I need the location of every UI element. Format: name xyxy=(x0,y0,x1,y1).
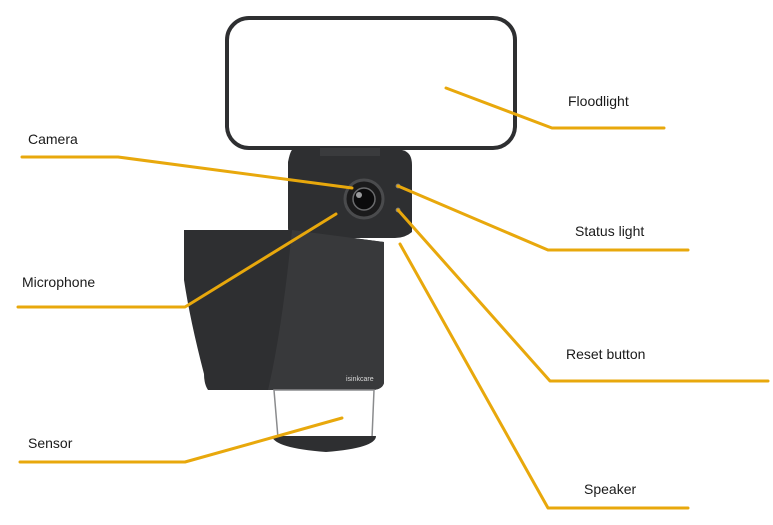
label-status-light: Status light xyxy=(575,223,645,239)
sensor-base xyxy=(272,436,376,452)
leader-lines xyxy=(16,86,770,510)
label-speaker: Speaker xyxy=(584,481,637,497)
leader-line-speaker xyxy=(398,242,690,510)
label-sensor: Sensor xyxy=(28,435,73,451)
label-camera: Camera xyxy=(28,131,78,147)
floodlight-panel xyxy=(225,16,517,150)
leader-line-floodlight xyxy=(444,86,666,130)
label-floodlight: Floodlight xyxy=(568,93,629,109)
leader-line-microphone xyxy=(16,212,338,309)
label-reset-button: Reset button xyxy=(566,346,646,362)
leader-line-camera xyxy=(20,155,354,190)
camera-lens xyxy=(352,187,376,211)
camera-head-band xyxy=(320,148,380,156)
leader-line-status-light xyxy=(396,184,690,252)
label-microphone: Microphone xyxy=(22,274,96,290)
brand-logo: isinkcare xyxy=(346,376,374,383)
leader-line-sensor xyxy=(18,416,344,464)
sensor-dome xyxy=(273,389,375,439)
device-body-shade xyxy=(268,230,384,390)
leader-line-reset-button xyxy=(396,208,770,383)
camera-lens-glint xyxy=(356,192,362,198)
